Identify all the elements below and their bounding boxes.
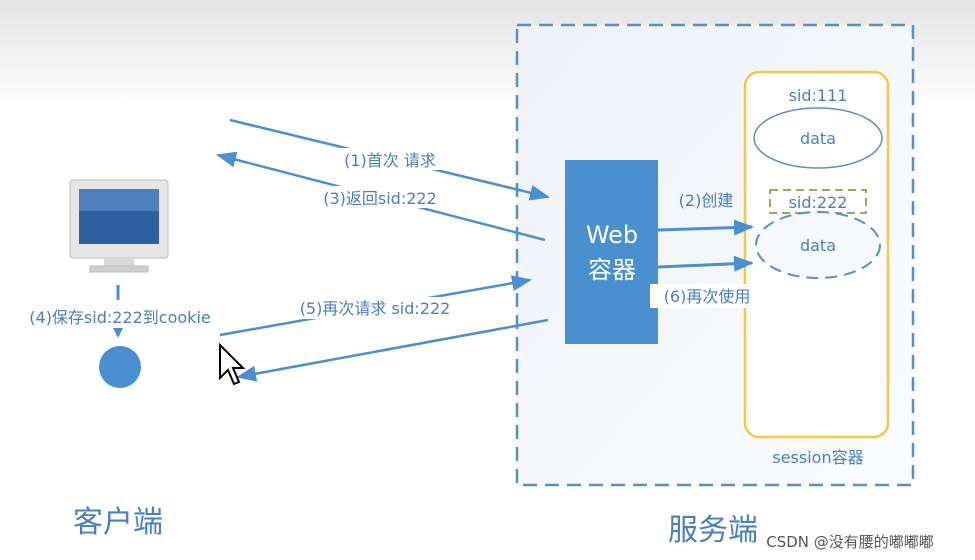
- label-create: (2)创建: [679, 191, 734, 210]
- session-sid-111: sid:111: [789, 86, 848, 105]
- web-container: [565, 160, 658, 344]
- arrow-create: [657, 219, 754, 236]
- web-container-label-2: 容器: [588, 256, 636, 284]
- label-first-request: (1)首次 请求: [344, 151, 436, 170]
- label-bg: [275, 297, 475, 319]
- label-bg: [330, 148, 450, 170]
- client-title: 客户端: [73, 505, 163, 540]
- server-title: 服务端: [668, 513, 758, 548]
- label-save-cookie: (4)保存sid:222到cookie: [29, 308, 210, 327]
- watermark: CSDN @没有腰的嘟嘟嘟: [766, 533, 934, 551]
- arrow-response: [236, 318, 549, 382]
- arrow-reuse: [657, 255, 754, 272]
- label-reuse: (6)再次使用: [664, 287, 751, 306]
- computer-icon: [69, 179, 169, 273]
- cookie-circle: [99, 346, 141, 388]
- mouse-cursor-icon: [219, 342, 246, 386]
- session-data-222: [755, 211, 881, 279]
- session-data-111-label: data: [800, 129, 836, 148]
- session-container-label: session容器: [772, 448, 863, 467]
- session-sid-222: sid:222: [789, 193, 848, 212]
- label-return-sid: (3)返回sid:222: [323, 189, 437, 208]
- sid-222-box: [769, 189, 867, 214]
- label-bg: [650, 284, 765, 308]
- label-second-request: (5)再次请求 sid:222: [300, 299, 451, 318]
- session-data-222-label: data: [800, 236, 836, 255]
- label-bg: [310, 186, 450, 208]
- web-container-label-1: Web: [586, 221, 638, 249]
- session-data-111: [753, 107, 883, 169]
